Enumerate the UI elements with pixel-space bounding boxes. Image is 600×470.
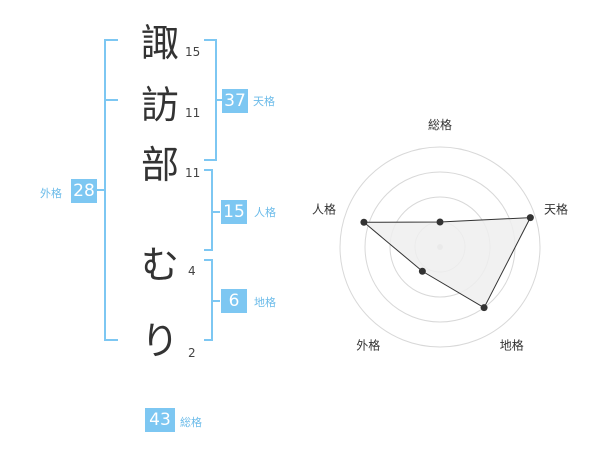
radar-point-2: [526, 214, 534, 222]
stroke-count-2: 11: [185, 106, 201, 120]
gaikaku-label: 外格: [40, 187, 62, 200]
radar-point-1: [436, 218, 444, 226]
gaikaku-bracket: [104, 39, 118, 341]
radar-axis-label-2: 天格: [544, 201, 568, 216]
tenkaku-label: 天格: [253, 95, 275, 108]
soukaku-value: 43: [145, 408, 175, 432]
radar-axis-label-5: 人格: [312, 201, 336, 216]
stroke-count-5: 2: [188, 346, 196, 360]
gaikaku-value: 28: [71, 179, 97, 203]
name-char-2: 訪: [140, 83, 179, 127]
chikaku-label: 地格: [254, 296, 276, 309]
stroke-count-4: 4: [188, 264, 196, 278]
tenkaku-value: 37: [222, 89, 248, 113]
bracket-lines: [97, 39, 222, 341]
name-char-5: り: [140, 319, 179, 363]
radar-axis-label-3: 地格: [500, 338, 524, 353]
stroke-count-1: 15: [185, 45, 201, 59]
radar-point-3: [480, 304, 488, 312]
name-char-3: 部: [140, 143, 179, 187]
tenkaku-bracket: [204, 39, 217, 161]
jinkaku-value: 15: [221, 200, 247, 224]
jinkaku-bracket: [204, 169, 213, 251]
name-char-4: む: [140, 243, 179, 287]
chikaku-value: 6: [221, 289, 247, 313]
radar-point-5: [360, 218, 368, 226]
radar-data-polygon: [362, 217, 532, 309]
radar-axis-label-4: 外格: [356, 338, 380, 353]
chikaku-bracket: [204, 259, 213, 341]
radar-ring: [339, 146, 541, 348]
radar-points: [360, 214, 534, 312]
jinkaku-label: 人格: [254, 206, 276, 219]
stroke-count-3: 11: [185, 166, 201, 180]
name-char-1: 諏: [140, 21, 179, 65]
radar-axis-label-1: 総格: [428, 117, 452, 132]
radar-point-4: [418, 267, 426, 275]
soukaku-label: 総格: [180, 416, 202, 429]
